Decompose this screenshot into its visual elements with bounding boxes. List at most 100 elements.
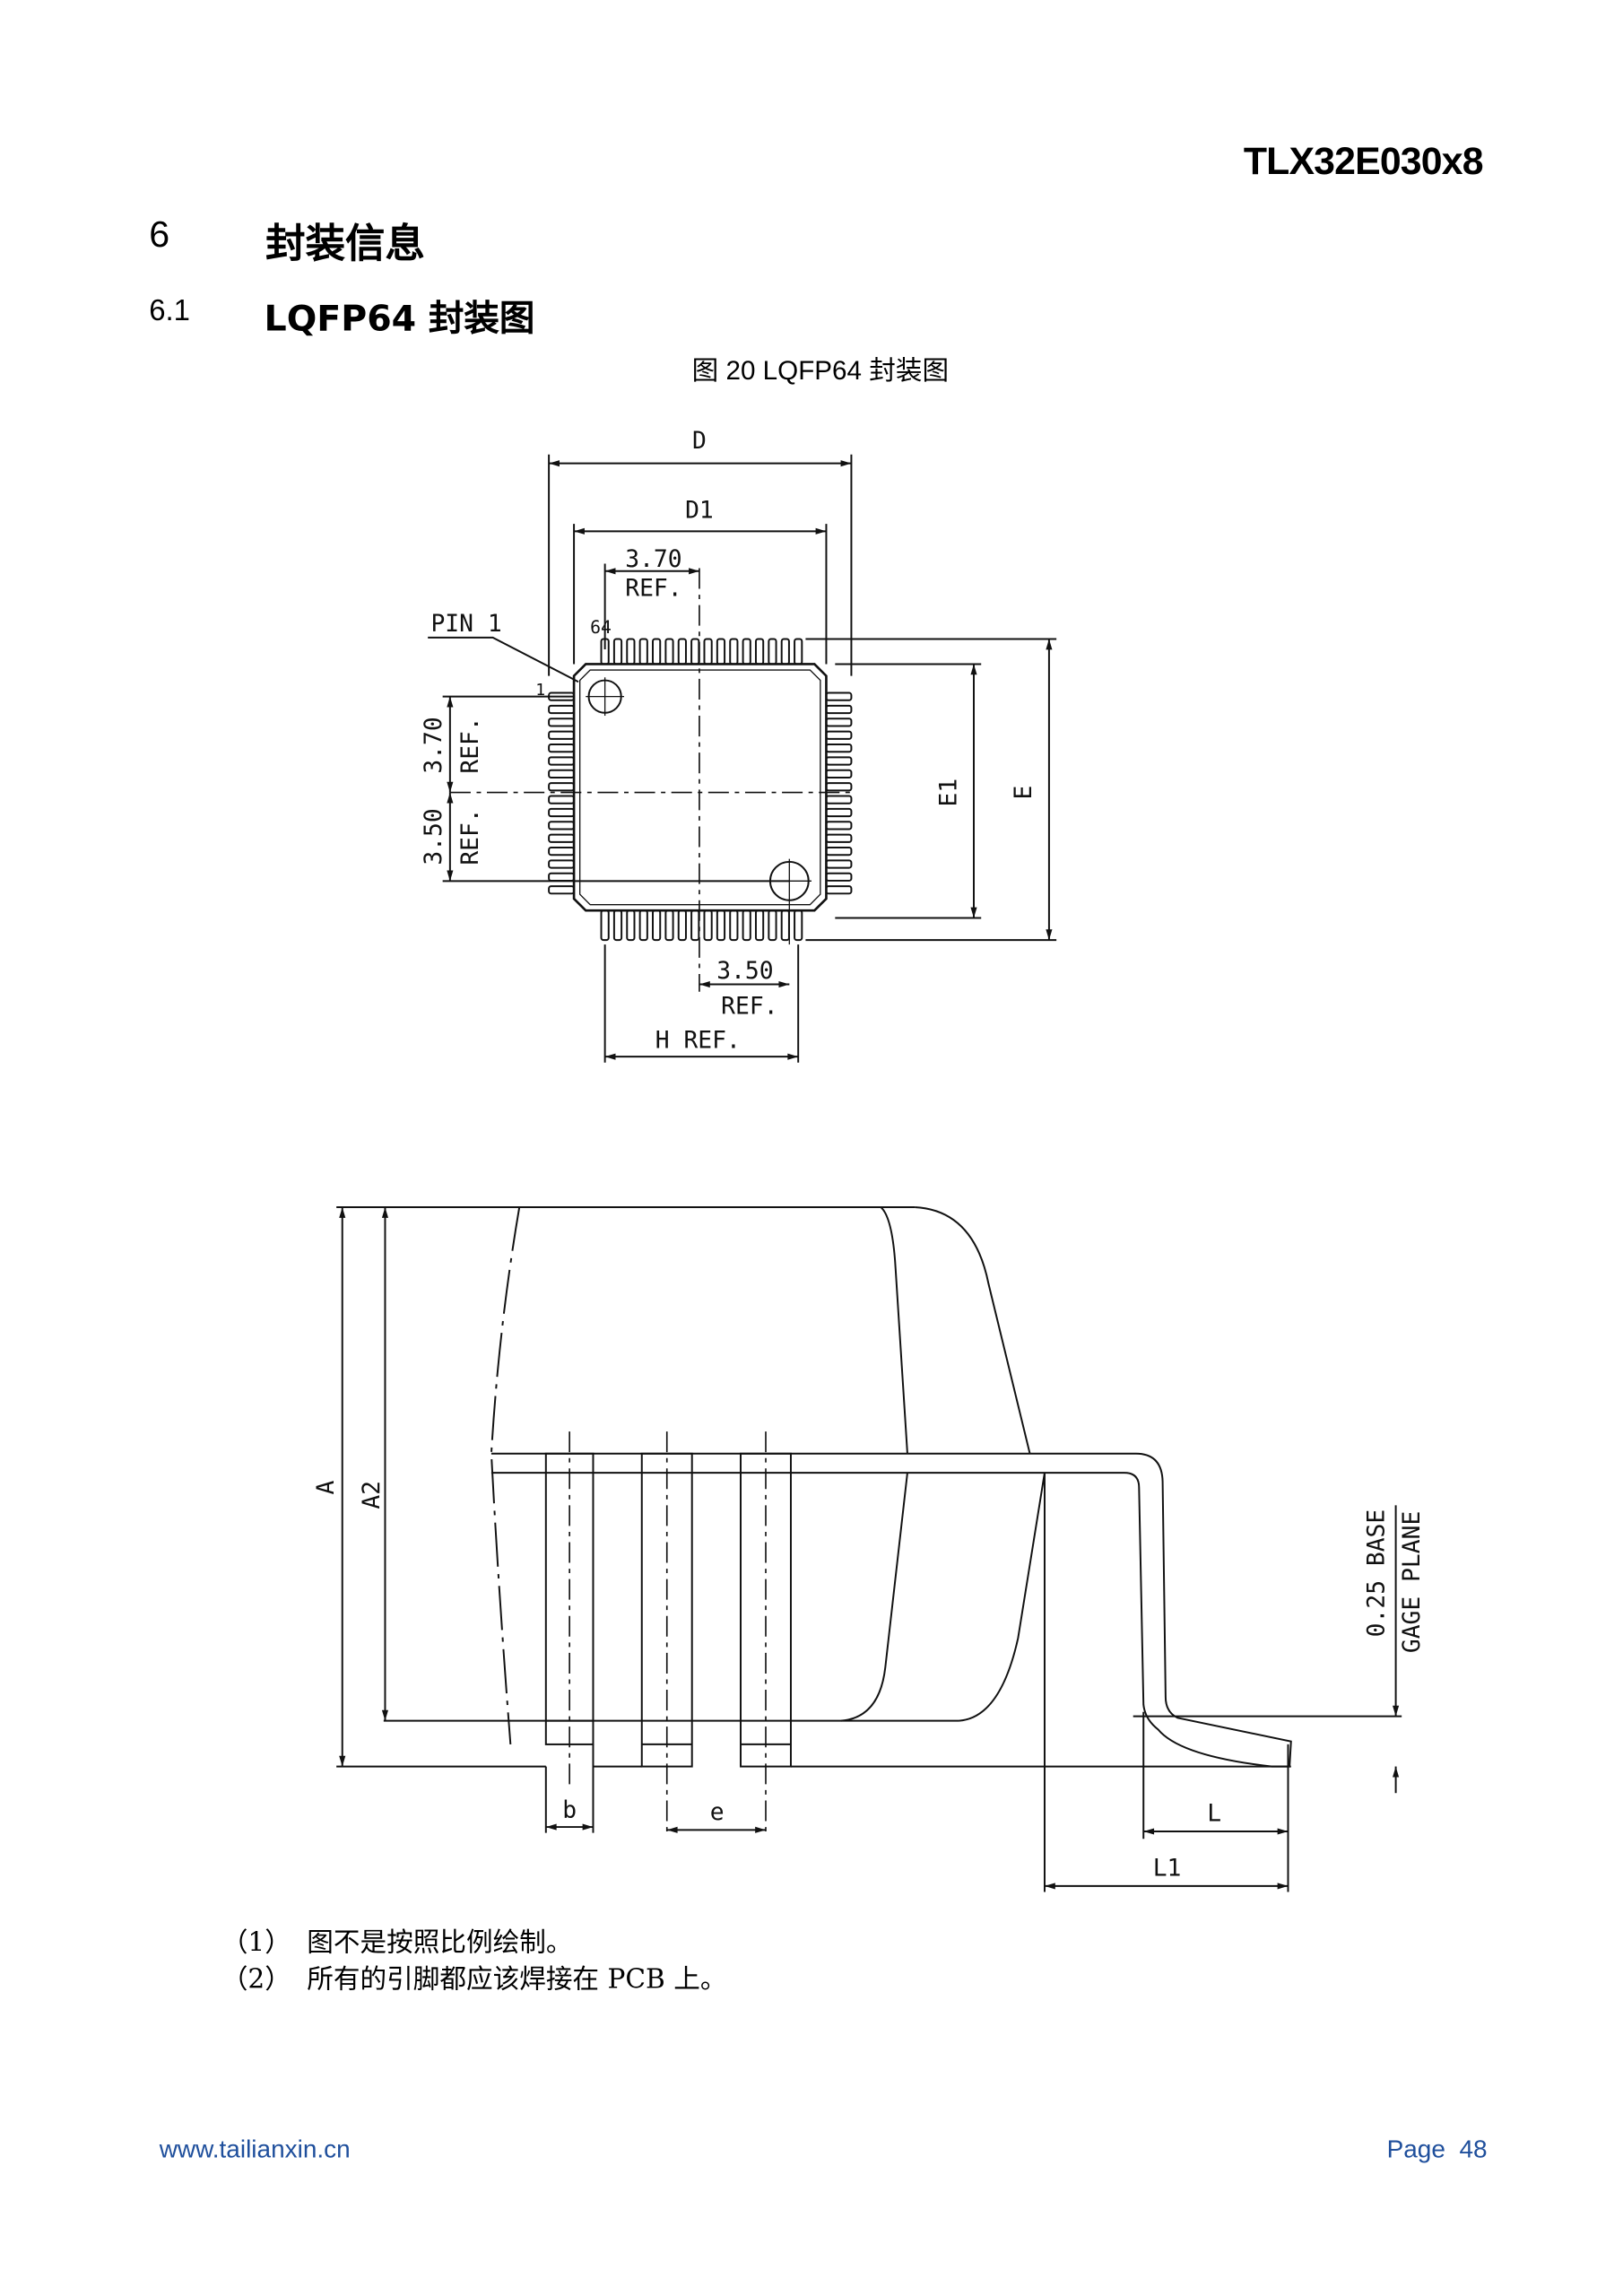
pin [664,638,674,665]
label-D: D [692,428,707,455]
pin [652,638,662,665]
pin [825,691,853,701]
pin [638,909,648,942]
pin [825,704,853,715]
document-title: TLX32E030x8 [1243,138,1484,184]
label-L1: L1 [1153,1855,1182,1882]
side-view [336,1205,1402,1892]
pin [825,833,853,843]
pin [742,638,751,665]
label-E1: E1 [935,778,962,807]
pin [664,909,674,942]
pin [742,909,751,942]
pin [612,909,623,942]
package-pins [548,638,853,942]
center-lines [449,568,856,992]
label-pin1: PIN 1 [430,611,501,638]
note-text: 图不是按照比例绘制。 [307,1926,573,1959]
website-link[interactable]: www.tailianxin.cn [159,2135,351,2164]
lead-profile [490,1452,1292,1768]
label-pin64: 64 [590,617,612,638]
pin [729,638,739,665]
pin [548,718,576,727]
pin [548,833,576,843]
pin [825,730,853,740]
pin [716,638,726,665]
figure-caption: 图 20 LQFP64 封装图 [691,355,950,386]
pin [548,821,576,831]
page-label: Page [1386,2135,1445,2164]
pin [794,909,803,942]
pin [703,638,713,665]
pin [825,821,853,831]
note-number: （2） [221,1964,291,1996]
label-e: e [710,1799,725,1826]
note-1: （1） 图不是按照比例绘制。 [221,1921,573,1960]
label-A: A [313,1481,340,1495]
label-L: L [1207,1800,1221,1827]
pin [825,846,853,857]
pin [652,909,662,942]
package-body [572,663,828,912]
pin [638,638,648,665]
label-370-left: 3.70 [421,717,447,773]
section-title: 封装信息 [265,221,425,267]
label-b: b [562,1797,577,1824]
subsection-number: 6.1 [149,295,190,328]
label-370: 3.70 [625,546,681,573]
pin [754,909,765,942]
pin [825,885,853,895]
label-A2: A2 [359,1481,386,1509]
pin [548,885,576,895]
pin [794,638,803,665]
pin [600,909,610,942]
label-350-left: 3.50 [421,808,447,865]
note-text: 所有的引脚都应该焊接在 PCB 上。 [307,1964,727,1996]
pin [780,909,790,942]
pin [716,909,726,942]
label-ref-left2: REF. [457,808,484,865]
pin [548,769,576,778]
top-view [428,454,1057,1063]
pin [825,718,853,727]
drawing-labels: D D1 3.70 REF. PIN 1 64 1 3.70 REF. 3.50… [313,428,1426,1882]
pin [626,909,636,942]
pin [754,638,765,665]
pin [548,704,576,715]
label-E: E [1011,786,1037,800]
pin [548,872,576,882]
pin [677,909,687,942]
pin [548,795,576,804]
pin [690,638,700,665]
label-H-ref: H REF. [655,1027,741,1054]
note-2: （2） 所有的引脚都应该焊接在 PCB 上。 [221,1959,727,1997]
pin [690,909,700,942]
page-indicator: Page 48 [1387,2135,1488,2165]
section-number: 6 [149,213,170,256]
pin [825,756,853,766]
subsection-title: LQFP64 封装图 [264,298,535,340]
pin [548,744,576,753]
pin [703,909,713,942]
page-number: 48 [1459,2135,1488,2164]
label-gage-plane: GAGE PLANE [1399,1511,1426,1653]
pin [612,638,623,665]
pin [825,769,853,778]
pin [825,782,853,792]
pin [626,638,636,665]
pin [548,807,576,818]
label-025-base: 0.25 BASE [1363,1509,1390,1638]
pin [768,909,777,942]
pin [768,638,777,665]
note-number: （1） [221,1926,291,1959]
pin [729,909,739,942]
label-pin1-number: 1 [535,681,545,700]
pin [780,638,790,665]
pin [548,756,576,766]
pin [677,638,687,665]
pin [825,807,853,818]
pin [548,859,576,869]
label-ref-bottom: REF. [721,993,777,1020]
